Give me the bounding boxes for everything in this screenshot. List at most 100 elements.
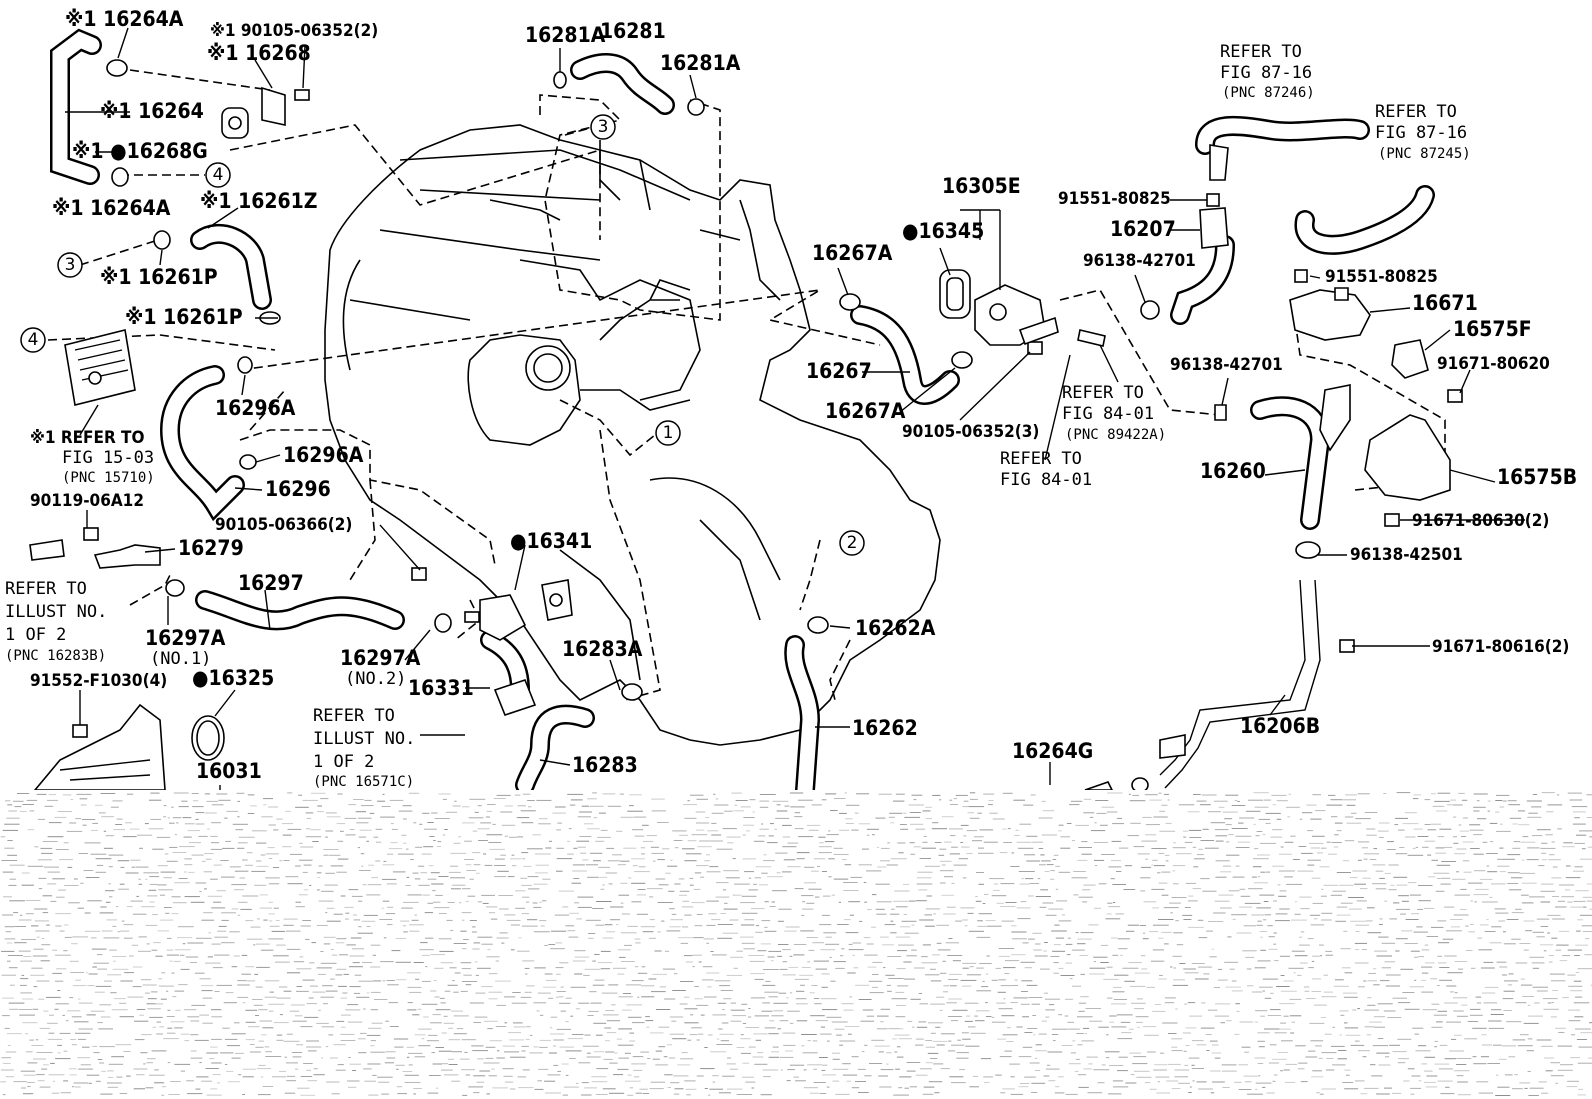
callout-4b: 4 (20, 327, 46, 353)
svg-text:REFER TO: REFER TO (1062, 383, 1144, 403)
svg-text:REFER TO: REFER TO (1220, 42, 1302, 62)
hoses (50, 28, 1435, 800)
svg-text:1 OF 2: 1 OF 2 (313, 752, 374, 772)
label-16325: ●16325 (192, 666, 274, 690)
callout-4a: 4 (205, 162, 231, 188)
svg-text:3: 3 (65, 255, 76, 275)
svg-text:REFER TO: REFER TO (1000, 449, 1082, 469)
svg-text:2: 2 (847, 533, 858, 553)
label-91671-80620: 91671-80620 (1437, 354, 1550, 374)
callout-3b: 3 (57, 252, 83, 278)
callout-1: 1 (655, 420, 681, 446)
label-16262A: 16262A (855, 616, 936, 640)
callout-3a: 3 (590, 114, 616, 140)
label-16575B: 16575B (1497, 465, 1577, 489)
svg-text:1 OF 2: 1 OF 2 (5, 625, 66, 645)
svg-text:1: 1 (663, 423, 674, 443)
label-16296A-a: 16296A (215, 396, 296, 420)
svg-text:FIG 84-01: FIG 84-01 (1062, 404, 1154, 424)
ref-fig-84-01-pnc-89422A: REFER TO FIG 84-01 (PNC 89422A) (1062, 383, 1166, 443)
label-16264: ※1 16264 (100, 99, 204, 123)
label-16268: ※1 16268 (207, 41, 311, 65)
ref-fig-84-01: REFER TO FIG 84-01 (1000, 449, 1092, 490)
label-90105-06366: 90105-06366(2) (215, 515, 352, 535)
scan-noise-band (0, 790, 1592, 1099)
label-91671-80616: 91671-80616(2) (1432, 637, 1569, 657)
label-16262: 16262 (852, 716, 918, 740)
label-16281: 16281 (600, 19, 666, 43)
svg-text:(PNC 87245): (PNC 87245) (1378, 146, 1471, 162)
pipe-16206B (1159, 579, 1321, 789)
label-16261Z: ※1 16261Z (200, 189, 318, 213)
svg-text:4: 4 (28, 330, 39, 350)
svg-text:FIG 15-03: FIG 15-03 (62, 448, 154, 468)
label-16261P-b: ※1 16261P (125, 305, 243, 329)
label-16296A-b: 16296A (283, 443, 364, 467)
label-16296: 16296 (265, 477, 331, 501)
label-96138-42701-a: 96138-42701 (1083, 251, 1196, 271)
label-16260: 16260 (1200, 459, 1266, 483)
label-16297A-no1: 16297A (145, 626, 226, 650)
part-labels: ※1 16264A ※1 90105-06352(2) ※1 16268 ※1 … (30, 7, 1577, 783)
leader-lines (65, 27, 1525, 790)
label-16341: ●16341 (510, 529, 592, 553)
label-16279: 16279 (178, 536, 244, 560)
label-16297A-no2: 16297A (340, 646, 421, 670)
svg-text:FIG 87-16: FIG 87-16 (1375, 123, 1467, 143)
engine-block-outline (324, 124, 941, 746)
svg-text:REFER TO: REFER TO (5, 579, 87, 599)
label-90105-06352-3: 90105-06352(3) (902, 422, 1039, 442)
label-16206B: 16206B (1240, 714, 1320, 738)
svg-text:※1 REFER TO: ※1 REFER TO (30, 428, 145, 448)
label-16264A-top: ※1 16264A (65, 7, 184, 31)
label-96138-42501: 96138-42501 (1350, 545, 1463, 565)
label-16345: ●16345 (902, 219, 984, 243)
label-16575F: 16575F (1453, 317, 1532, 341)
label-16264G: 16264G (1012, 739, 1093, 763)
label-16283A: 16283A (562, 637, 643, 661)
svg-text:(PNC 87246): (PNC 87246) (1222, 85, 1315, 101)
svg-text:(PNC 16571C): (PNC 16571C) (313, 774, 414, 790)
label-16207: 16207 (1110, 217, 1176, 241)
label-16283: 16283 (572, 753, 638, 777)
svg-text:(PNC 15710): (PNC 15710) (62, 470, 155, 486)
label-16261P-a: ※1 16261P (100, 265, 218, 289)
label-91671-80630: 91671-80630(2) (1412, 511, 1549, 531)
callout-2: 2 (839, 530, 865, 556)
ref-fig-15-03: ※1 REFER TO FIG 15-03 (PNC 15710) (30, 428, 155, 486)
ref-illust-16571C: REFER TO ILLUST NO. 1 OF 2 (PNC 16571C) (313, 706, 415, 790)
label-no2: (NO.2) (345, 669, 406, 689)
label-16281A-b: 16281A (660, 51, 741, 75)
ref-fig-87-16-pnc-87245: REFER TO FIG 87-16 (PNC 87245) (1375, 102, 1471, 162)
callouts: 1 2 3 3 4 4 (20, 114, 865, 556)
label-91551-80825-a: 91551-80825 (1058, 189, 1171, 209)
label-91551-80825-b: 91551-80825 (1325, 267, 1438, 287)
label-16671: 16671 (1412, 291, 1478, 315)
label-16297: 16297 (238, 571, 304, 595)
dashed-leader-lines (47, 69, 1451, 701)
ref-fig-87-16-pnc-87246: REFER TO FIG 87-16 (PNC 87246) (1220, 42, 1315, 101)
label-91552-F1030: 91552-F1030(4) (30, 671, 167, 691)
svg-text:ILLUST NO.: ILLUST NO. (5, 602, 107, 622)
svg-text:REFER TO: REFER TO (1375, 102, 1457, 122)
label-16268G: ※1 ●16268G (72, 139, 208, 163)
svg-text:REFER TO: REFER TO (313, 706, 395, 726)
svg-text:4: 4 (213, 165, 224, 185)
svg-text:FIG 84-01: FIG 84-01 (1000, 470, 1092, 490)
svg-text:ILLUST NO.: ILLUST NO. (313, 729, 415, 749)
label-96138-42701-b: 96138-42701 (1170, 355, 1283, 375)
label-16264A-bottom: ※1 16264A (52, 196, 171, 220)
svg-text:FIG 87-16: FIG 87-16 (1220, 63, 1312, 83)
label-16267A-a: 16267A (812, 241, 893, 265)
label-16331: 16331 (408, 676, 474, 700)
svg-text:3: 3 (598, 117, 609, 137)
label-16267: 16267 (806, 359, 872, 383)
svg-text:(PNC 89422A): (PNC 89422A) (1065, 427, 1166, 443)
label-16281A-a: 16281A (525, 23, 606, 47)
small-parts (29, 59, 1463, 793)
refer-notes: REFER TO FIG 87-16 (PNC 87246) REFER TO … (5, 42, 1471, 790)
label-90119-06A12: 90119-06A12 (30, 491, 144, 511)
label-16267A-b: 16267A (825, 399, 906, 423)
